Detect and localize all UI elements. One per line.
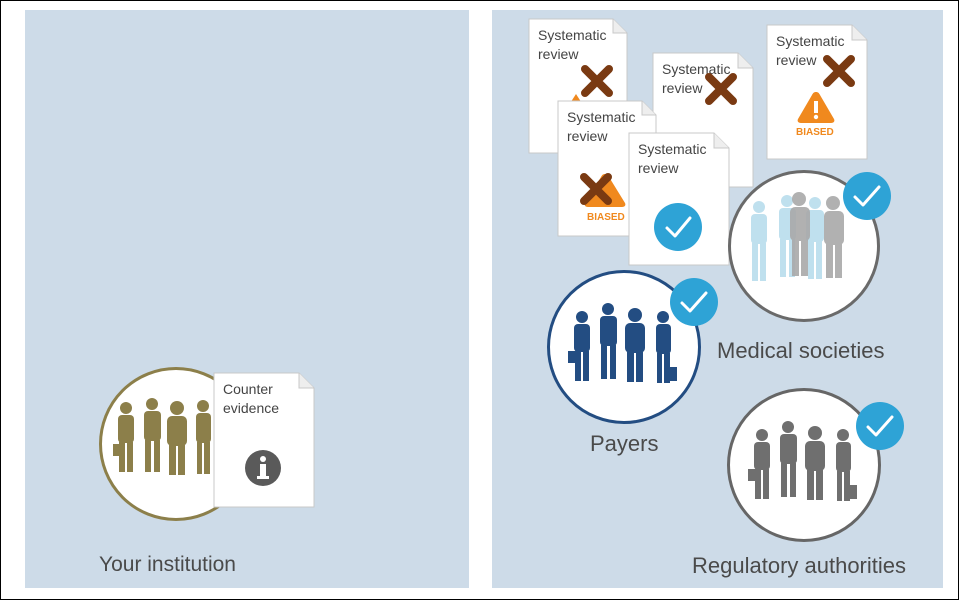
check-badge-icon <box>843 172 891 220</box>
medical-societies-people-icon <box>751 192 844 281</box>
document-line-1: Counter <box>223 381 273 397</box>
document-shape <box>766 24 868 160</box>
check-badge-icon <box>670 278 718 326</box>
biased-badge: BIASED <box>587 212 625 223</box>
info-icon <box>245 450 281 486</box>
document-line-1: Systematic <box>538 27 607 43</box>
systematic-review-document-5: Systematic review <box>628 132 730 266</box>
document-line-2: review <box>662 80 703 96</box>
document-line-1: Systematic <box>567 109 636 125</box>
document-shape <box>213 372 315 508</box>
check-icon <box>654 203 702 251</box>
payers-people-icon <box>568 303 677 383</box>
stakeholders-panel: Systematic review Systematic review S <box>492 10 943 588</box>
document-line-2: review <box>776 52 817 68</box>
medical-societies-label: Medical societies <box>717 338 885 363</box>
document-text: Systematic review <box>538 26 606 64</box>
document-text: Counter evidence <box>223 380 279 418</box>
reject-x-icon <box>705 73 737 105</box>
document-line-1: Systematic <box>776 33 845 49</box>
document-line-1: Systematic <box>638 141 707 157</box>
your-institution-panel: Counter evidence Your institution <box>25 10 469 588</box>
document-shape <box>628 132 730 266</box>
counter-evidence-document: Counter evidence <box>213 372 315 508</box>
systematic-review-document-3: Systematic review BIASED <box>766 24 868 160</box>
document-line-2: review <box>567 128 608 144</box>
document-line-2: review <box>638 160 679 176</box>
warning-icon <box>797 92 835 123</box>
regulatory-people-icon <box>748 421 857 501</box>
check-badge-icon <box>856 402 904 450</box>
institution-people-icon <box>113 398 211 475</box>
reject-x-icon <box>580 173 612 205</box>
warning-icon <box>584 174 626 207</box>
your-institution-label: Your institution <box>99 553 236 576</box>
regulatory-authorities-circle <box>727 388 881 542</box>
document-text: Systematic review <box>638 140 706 178</box>
document-text: Systematic review <box>662 60 730 98</box>
reject-x-icon <box>823 55 855 87</box>
biased-badge: BIASED <box>796 127 834 138</box>
regulatory-authorities-label: Regulatory authorities <box>692 553 907 578</box>
payers-label: Payers <box>590 431 659 456</box>
document-line-1: Systematic <box>662 61 731 77</box>
document-line-2: evidence <box>223 400 280 416</box>
document-text: Systematic review <box>567 108 635 146</box>
reject-x-icon <box>581 65 613 97</box>
document-text: Systematic review <box>776 32 844 70</box>
document-line-2: review <box>538 46 579 62</box>
